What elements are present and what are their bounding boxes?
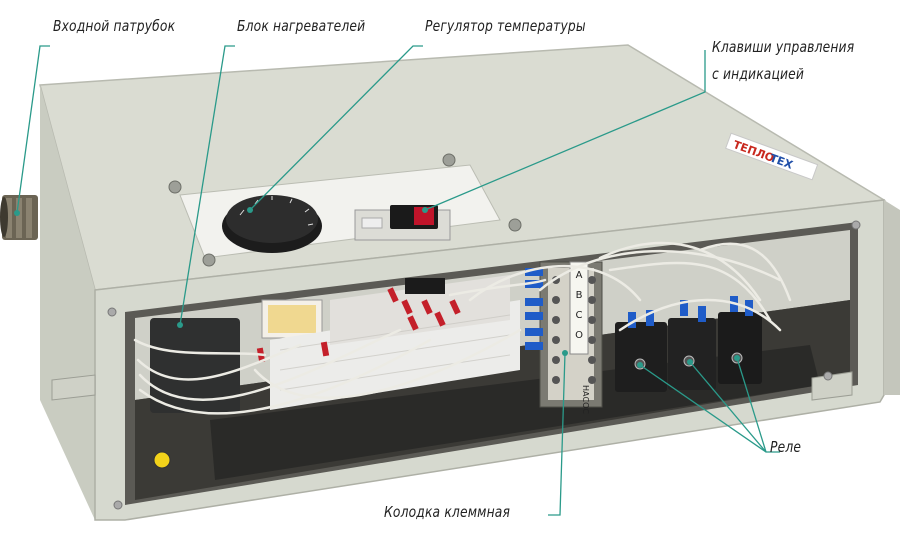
label-control-keys-line2: с индикацией xyxy=(712,65,805,83)
label-temp-regulator: Регулятор температуры xyxy=(425,17,586,35)
label-control-keys-line1: Клавиши управления xyxy=(712,38,855,56)
terminal-letter-o: O xyxy=(575,330,583,341)
control-panel xyxy=(168,153,522,267)
terminal-side-label: НАСОС xyxy=(581,385,590,414)
thermostat-knob xyxy=(222,195,322,253)
terminal-letter-c: C xyxy=(576,310,583,321)
control-switch xyxy=(354,205,451,241)
inlet-pipe xyxy=(0,195,38,240)
label-inlet-pipe: Входной патрубок xyxy=(53,17,176,35)
terminal-letter-a: A xyxy=(576,270,583,281)
label-terminal-block: Колодка клеммная xyxy=(384,503,511,521)
callout-leaders xyxy=(16,45,780,516)
callout-leader-ends xyxy=(14,207,740,368)
warning-sticker xyxy=(153,451,171,469)
terminal-letter-b: B xyxy=(576,290,583,301)
wiring xyxy=(133,241,792,415)
heater-block xyxy=(150,275,520,413)
terminal-block: A B C O НАСОС xyxy=(525,261,603,414)
label-heater-block: Блок нагревателей xyxy=(237,17,366,35)
label-relay: Реле xyxy=(770,438,802,456)
